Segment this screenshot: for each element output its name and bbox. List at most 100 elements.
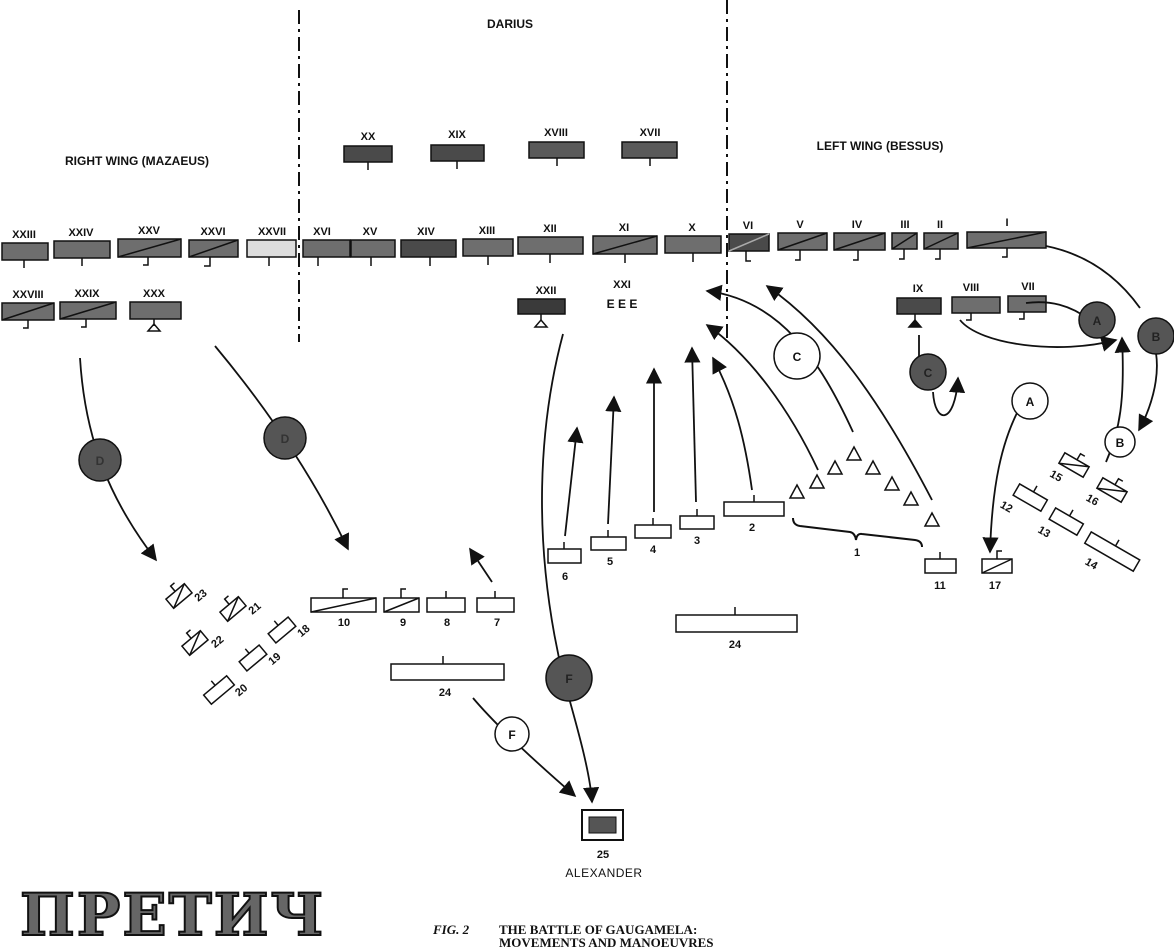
svg-text:XIII: XIII xyxy=(479,225,496,237)
marker-b-macedonian: B xyxy=(1104,426,1136,458)
arrow-6 xyxy=(564,426,584,537)
persian-unit-xvii: XVII xyxy=(621,127,678,166)
macedonian-unit-24-left: 24 xyxy=(390,656,505,699)
persian-unit-ii: II xyxy=(923,219,959,260)
marker-d-right: D xyxy=(263,416,307,460)
svg-text:3: 3 xyxy=(694,535,700,547)
macedonian-unit-1: 1 xyxy=(788,445,941,559)
svg-text:XXVIII: XXVIII xyxy=(12,289,43,301)
svg-text:25: 25 xyxy=(597,849,609,861)
svg-text:9: 9 xyxy=(400,617,406,629)
persian-unit-x: X xyxy=(664,222,722,262)
elephant-marks: E E E xyxy=(607,297,638,311)
figure-caption: FIG. 2 THE BATTLE OF GAUGAMELA: MOVEMENT… xyxy=(432,922,714,950)
arrow-c-persian xyxy=(918,335,958,417)
marker-d-left: D xyxy=(78,438,122,482)
svg-text:XXIX: XXIX xyxy=(74,288,100,300)
svg-text:11: 11 xyxy=(934,580,946,592)
macedonian-unit-5: 5 xyxy=(590,530,627,568)
macedonian-unit-10: 10 xyxy=(310,588,377,629)
svg-text:XXVI: XXVI xyxy=(200,226,225,238)
macedonian-unit-23: 23 xyxy=(164,582,210,610)
svg-text:A: A xyxy=(1093,314,1102,328)
persian-unit-xiii: XIII xyxy=(462,225,514,265)
persian-unit-xiv: XIV xyxy=(400,226,457,266)
macedonian-unit-25-alexander: 25 ALEXANDER xyxy=(565,809,642,880)
svg-text:C: C xyxy=(793,350,802,364)
svg-text:XV: XV xyxy=(363,226,378,238)
persian-unit-xi: XI xyxy=(592,222,658,263)
svg-text:D: D xyxy=(96,454,105,468)
right-wing-header: RIGHT WING (MAZAEUS) xyxy=(65,154,209,168)
svg-text:XVI: XVI xyxy=(313,226,331,238)
arrow-a-persian xyxy=(959,319,1118,352)
svg-text:F: F xyxy=(508,728,515,742)
svg-text:13: 13 xyxy=(1036,524,1053,541)
persian-unit-xii: XII xyxy=(517,223,584,263)
svg-text:2: 2 xyxy=(749,522,755,534)
svg-text:19: 19 xyxy=(266,651,283,668)
arrow-b-persian xyxy=(1138,352,1158,432)
svg-text:II: II xyxy=(937,219,943,231)
persian-unit-xxx: XXX xyxy=(129,288,182,332)
unit-label: XIX xyxy=(448,129,466,141)
persian-unit-xxii: XXII xyxy=(517,285,566,328)
svg-text:X: X xyxy=(688,222,696,234)
svg-text:XXI: XXI xyxy=(613,279,631,291)
macedonian-unit-17: 17 xyxy=(981,550,1013,592)
persian-unit-vi: VI xyxy=(728,220,770,262)
persian-unit-xxvi: XXVI xyxy=(188,226,239,267)
svg-text:V: V xyxy=(796,219,804,231)
arrow-a-macedonian xyxy=(982,399,1025,554)
persian-unit-iv: IV xyxy=(833,219,886,261)
persian-unit-xxv: XXV xyxy=(117,225,182,266)
svg-text:24: 24 xyxy=(439,687,452,699)
arrow-1-right xyxy=(765,285,933,501)
persian-unit-viii: VIII xyxy=(951,282,1001,321)
marker-f-persian: F xyxy=(545,654,593,702)
svg-text:XI: XI xyxy=(619,222,629,234)
caption-line2: MOVEMENTS AND MANOEUVRES xyxy=(499,935,714,950)
persian-unit-xxiv: XXIV xyxy=(53,227,111,266)
macedonian-unit-12: 12 xyxy=(998,482,1049,516)
persian-unit-xvi: XVI xyxy=(302,226,351,266)
persian-unit-iii: III xyxy=(891,219,918,260)
persian-unit-xxi: XXI E E E xyxy=(607,279,638,311)
svg-text:XXIII: XXIII xyxy=(12,229,36,241)
persian-front-line: XXIII XXIV XXV XXVI XXVII XVI XV XIV XII… xyxy=(1,217,1047,268)
svg-text:1: 1 xyxy=(854,547,860,559)
persian-unit-vii: VII xyxy=(1007,281,1047,320)
arrow-f-persian xyxy=(541,333,600,804)
macedonian-unit-20: 20 xyxy=(202,674,250,706)
caption-fig: FIG. 2 xyxy=(432,922,470,937)
movement-arrows xyxy=(79,245,1158,804)
persian-unit-xxviii: XXVIII xyxy=(1,289,55,329)
svg-text:18: 18 xyxy=(295,623,312,640)
svg-text:21: 21 xyxy=(246,600,263,617)
persian-unit-xx: XX xyxy=(343,131,393,170)
macedonian-unit-9: 9 xyxy=(383,588,420,629)
arrow-5 xyxy=(605,395,622,525)
persian-unit-xviii: XVIII xyxy=(528,127,585,166)
svg-text:15: 15 xyxy=(1048,468,1065,485)
persian-unit-ix: IX xyxy=(896,283,942,328)
macedonian-unit-6: 6 xyxy=(547,542,582,583)
movement-markers: D D F F C C A B A B xyxy=(78,301,1174,752)
left-wing-header: LEFT WING (BESSUS) xyxy=(817,139,944,153)
svg-text:XXVII: XXVII xyxy=(258,226,286,238)
unit-label: XX xyxy=(361,131,376,143)
marker-a-persian: A xyxy=(1078,301,1116,339)
svg-text:24: 24 xyxy=(729,639,742,651)
macedonian-units: 1 2 3 4 5 6 7 8 9 10 11 12 13 14 15 16 1… xyxy=(164,445,1141,880)
macedonian-unit-4: 4 xyxy=(634,518,672,556)
macedonian-unit-8: 8 xyxy=(426,591,466,629)
arrow-2 xyxy=(712,356,753,491)
svg-text:XXII: XXII xyxy=(536,285,557,297)
svg-text:7: 7 xyxy=(494,617,500,629)
persian-unit-xv: XV xyxy=(350,226,396,266)
darius-header: DARIUS xyxy=(487,17,533,31)
svg-text:VIII: VIII xyxy=(963,282,980,294)
svg-text:XIV: XIV xyxy=(417,226,435,238)
macedonian-unit-16: 16 xyxy=(1084,476,1129,509)
svg-text:XII: XII xyxy=(543,223,556,235)
